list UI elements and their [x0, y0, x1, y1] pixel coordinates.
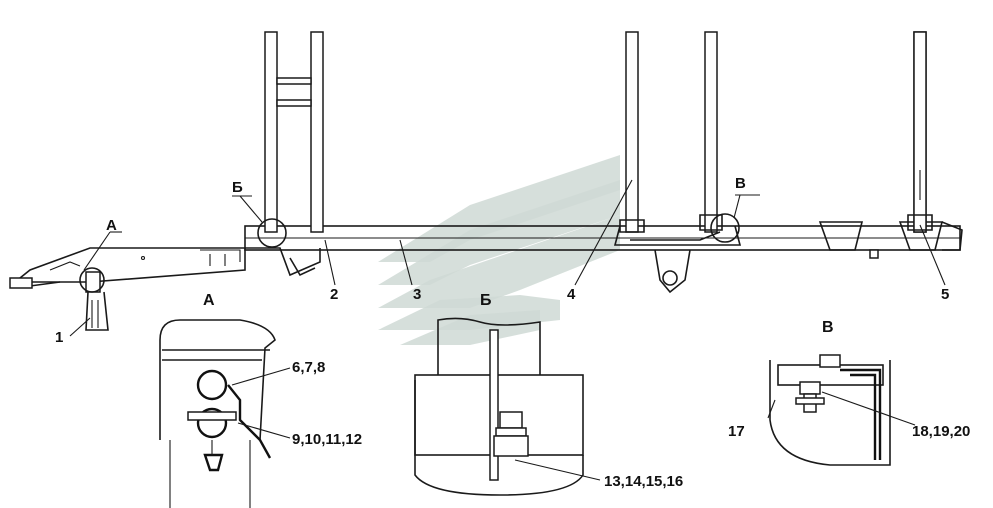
callout-2: 2 [330, 286, 339, 303]
detail-v-items-left: 17 [728, 423, 745, 440]
callout-4: 4 [567, 286, 576, 303]
detail-b [414, 317, 601, 496]
stakes [264, 31, 933, 233]
detail-v-title: В [822, 319, 834, 336]
leader-lines [69, 179, 946, 337]
view-marker-v: В [735, 175, 746, 192]
detail-b-items: 13,14,15,16 [604, 473, 684, 490]
callout-5: 5 [941, 286, 950, 303]
detail-a [159, 319, 291, 508]
detail-a-items-top: 6,7,8 [292, 359, 326, 376]
view-marker-a: А [106, 217, 117, 234]
detail-v [767, 354, 916, 466]
callout-1: 1 [55, 329, 64, 346]
detail-a-items-bottom: 9,10,11,12 [292, 431, 363, 448]
view-circles [79, 194, 760, 293]
view-marker-b: Б [232, 179, 243, 196]
trailer-frame [9, 221, 963, 294]
detail-a-title: А [203, 292, 215, 309]
callout-3: 3 [413, 286, 422, 303]
detail-v-items-right: 18,19,20 [912, 423, 971, 440]
detail-b-title: Б [480, 292, 492, 309]
